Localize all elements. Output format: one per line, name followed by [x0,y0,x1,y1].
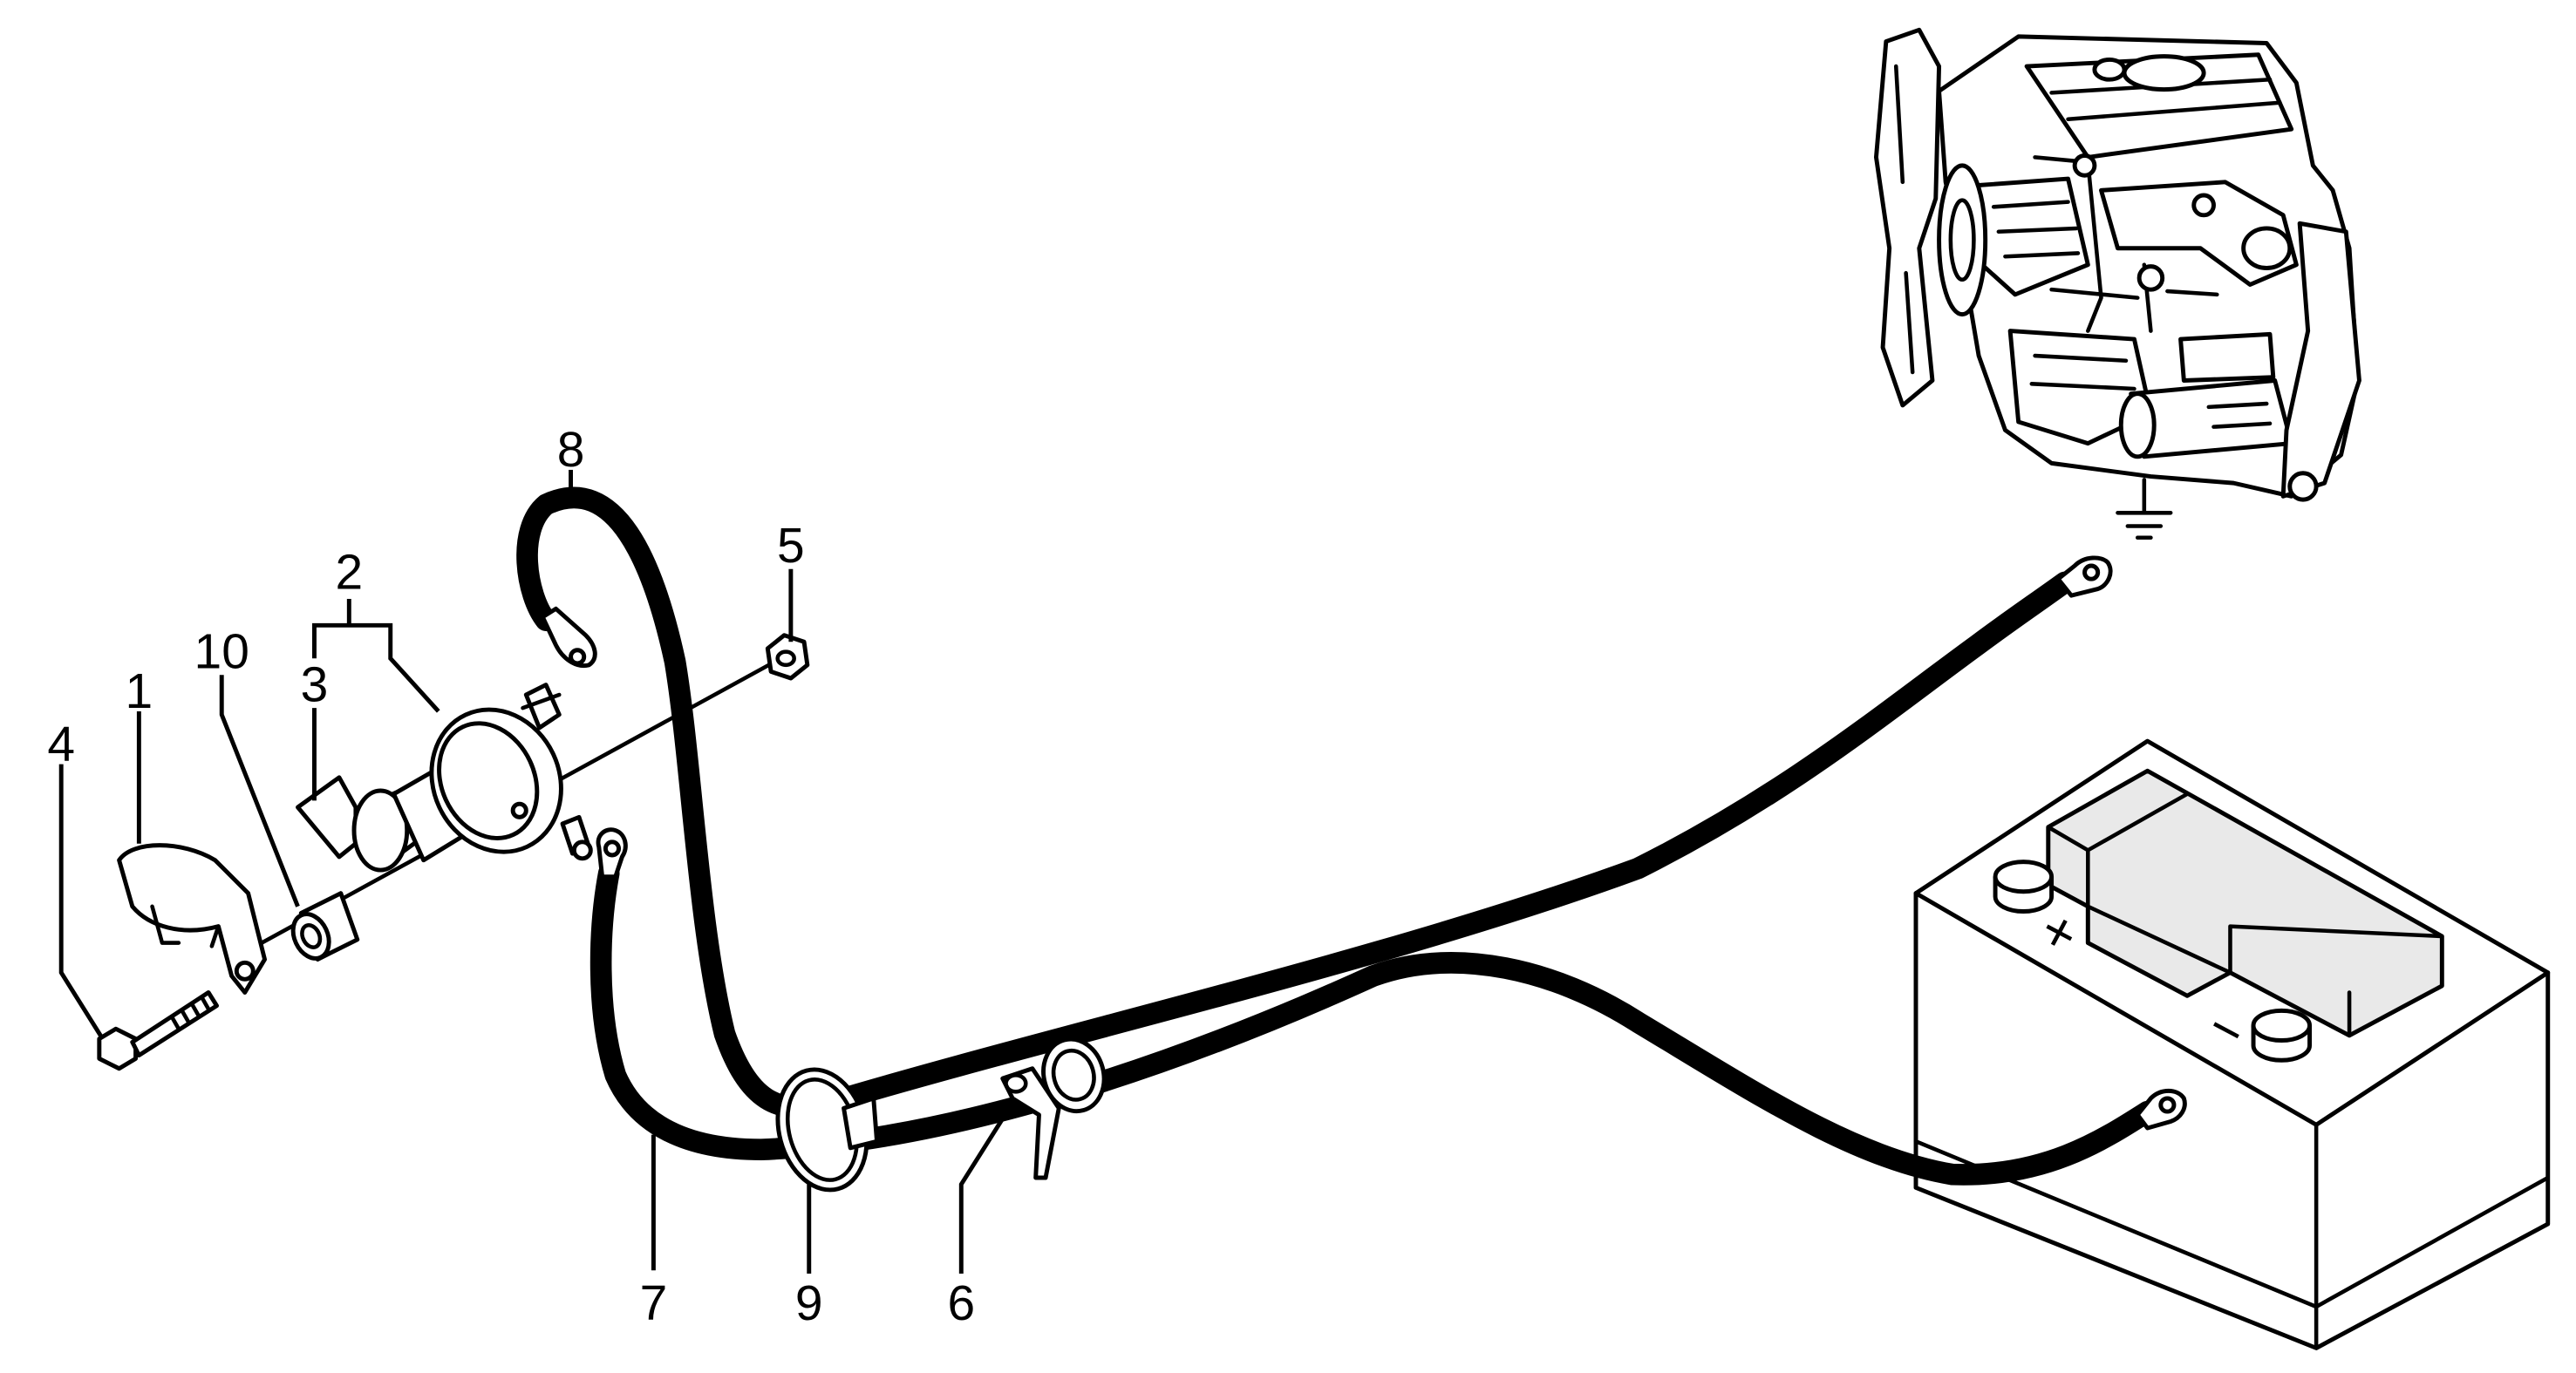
callout-10: 10 [194,624,249,680]
negative-terminal [2251,1008,2313,1063]
lug-cable-8-switch [540,606,597,669]
leader-2 [312,598,440,713]
knob-1 [117,843,268,995]
battery-main-switch-assembly [97,633,810,1071]
clamp-ring-right [1041,1037,1107,1114]
nut-5 [765,633,810,681]
cable-7 [589,862,2158,1186]
callout-9: 9 [795,1275,823,1331]
callout-6: 6 [947,1275,975,1331]
callout-1: 1 [126,663,153,719]
part-callouts: 1 2 3 4 5 6 7 8 9 10 [47,422,975,1331]
switch-body-2 [351,683,593,873]
lug-cable-7-switch [596,827,628,880]
callout-2: 2 [335,545,363,601]
leader-6 [958,1106,1012,1274]
leader-10 [219,675,300,907]
callout-4: 4 [47,717,75,772]
engine-illustration [1874,27,2361,540]
callout-5: 5 [777,518,805,574]
battery-illustration: + − [1913,738,2551,1350]
positive-terminal [1993,860,2055,914]
lug-engine-ground [2055,555,2113,598]
bolt-4 [97,990,220,1071]
bracket-3 [296,775,358,860]
callout-3: 3 [301,657,329,713]
leader-4 [58,764,105,1040]
clamp-9 [775,1067,880,1193]
cable-clamps [775,1037,1107,1193]
spacer-10 [290,891,360,962]
cable-lugs [540,555,2187,1131]
callout-8: 8 [557,422,585,478]
leader-lines [58,469,1012,1274]
cable-tie-6 [1000,1066,1061,1180]
cables [516,486,2158,1186]
callout-7: 7 [640,1275,668,1331]
lug-battery-negative [2135,1088,2187,1131]
